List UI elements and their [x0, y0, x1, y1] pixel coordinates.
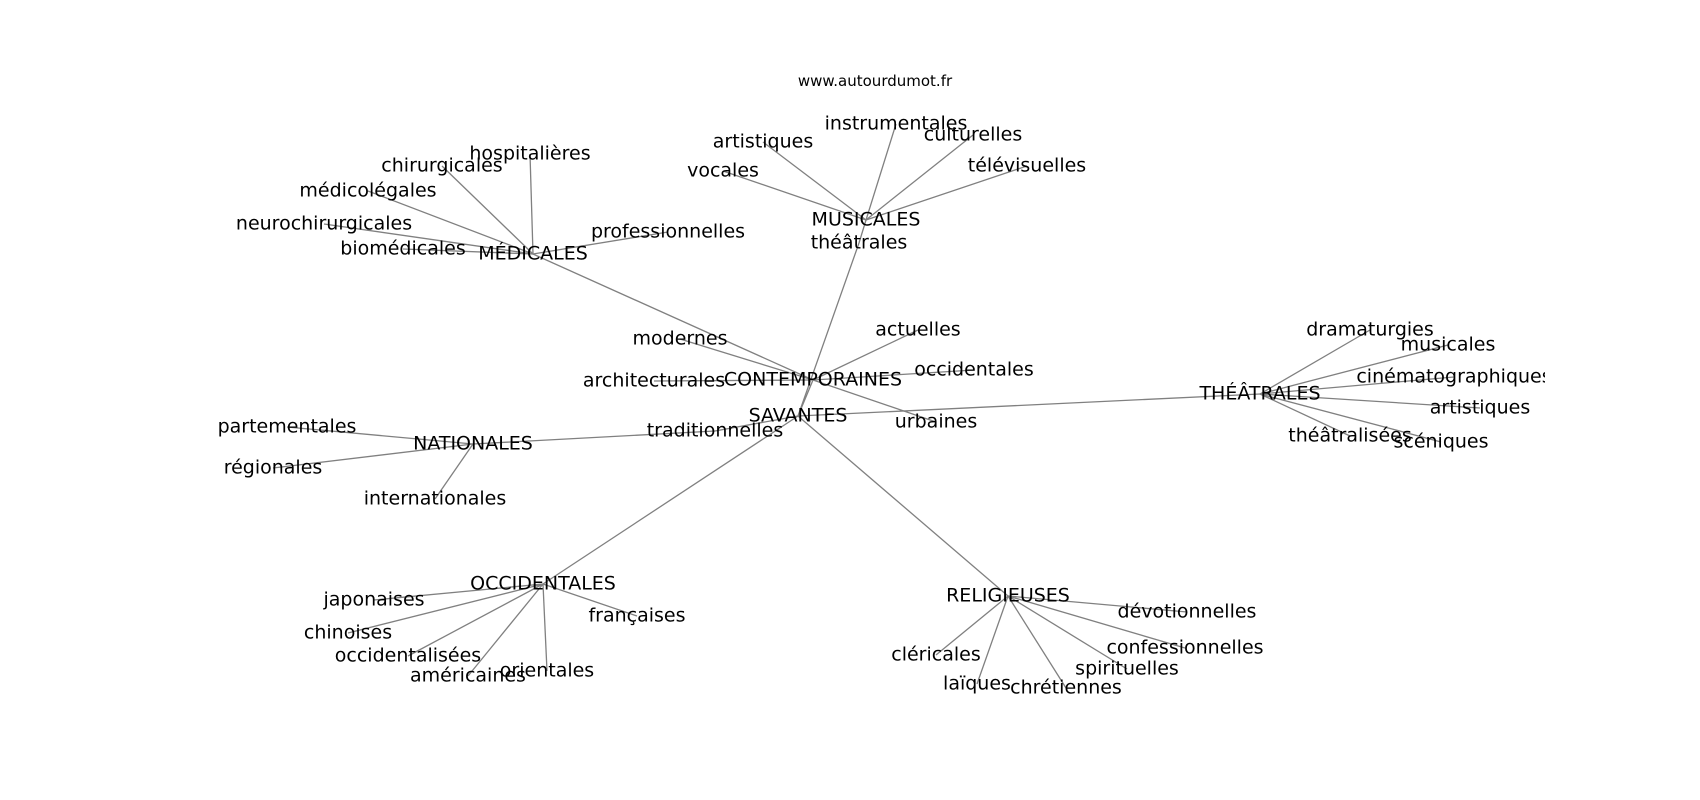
node-label-spirituelles: spirituelles	[1075, 658, 1179, 680]
node-label-clericales: cléricales	[891, 644, 980, 666]
edge-occidentales-occidentalisees	[407, 583, 544, 657]
edge-musicales-instrumentales	[865, 123, 897, 221]
node-label-medicolegales: médicolégales	[299, 180, 436, 202]
edge-religieuses-laiques	[976, 595, 1009, 685]
edge-occidentales-japonaises	[373, 583, 544, 601]
node-label-traditionnelles: traditionnelles	[647, 420, 784, 442]
edge-musicales-artistiques-m	[762, 141, 867, 221]
edge-theatrales-theatralisees	[1259, 393, 1351, 437]
edge-medicales-medicolegales	[367, 190, 534, 255]
node-label-hospitalieres: hospitalières	[469, 143, 590, 165]
node-label-partementales: partementales	[218, 416, 357, 438]
node-label-urbaines: urbaines	[895, 411, 977, 433]
node-label-medicales: MÉDICALES	[478, 242, 588, 265]
edge-contemporaines-urbaines	[812, 379, 937, 423]
node-label-confessionnelles: confessionnelles	[1106, 637, 1263, 659]
node-label-vocales: vocales	[687, 160, 759, 182]
edge-theatrales-cinematographiques	[1259, 376, 1455, 395]
edge-religieuses-clericales	[935, 595, 1009, 656]
node-label-regionales: régionales	[224, 457, 323, 479]
edge-contemporaines-architecturales	[653, 379, 814, 382]
edge-religieuses-confessionnelles	[1007, 595, 1186, 649]
node-label-dramaturgies: dramaturgies	[1306, 319, 1434, 341]
node-label-devotionnelles: dévotionnelles	[1118, 601, 1257, 623]
node-label-francaises: françaises	[588, 605, 685, 627]
edge-religieuses-devotionnelles	[1007, 595, 1188, 613]
edge-contemporaines-modernes	[679, 338, 814, 381]
edge-layer	[272, 123, 1481, 689]
node-label-internationales: internationales	[364, 488, 507, 510]
node-label-chretiennes: chrétiennes	[1010, 677, 1122, 699]
node-label-theatralisees: théâtralisées	[1288, 425, 1411, 447]
edge-medicales-biomedicales	[402, 248, 534, 255]
edge-religieuses-chretiennes	[1007, 595, 1067, 689]
site-url: www.autourdumot.fr	[797, 72, 953, 90]
node-label-orientales: orientales	[500, 660, 594, 682]
edge-musicales-televisuelles	[865, 165, 1028, 221]
edge-musicales-vocales	[722, 170, 867, 221]
node-label-professionnelles: professionnelles	[591, 221, 745, 243]
node-label-musicales: MUSICALES	[812, 209, 921, 231]
edge-theatrales-low-musicales	[858, 219, 867, 244]
edge-savantes-religieuses	[797, 415, 1009, 597]
edge-occidentales-francaises	[542, 583, 638, 617]
edge-theatrales-artistiques-t	[1259, 393, 1481, 409]
node-label-televisuelles: télévisuelles	[968, 155, 1086, 177]
edge-contemporaines-occidentales-low	[812, 369, 975, 381]
node-label-cinematographiques: cinématographiques	[1356, 366, 1551, 388]
edge-occidentales-orientales	[542, 583, 548, 672]
edge-medicales-hospitalieres	[529, 153, 534, 255]
node-label-culturelles: culturelles	[924, 124, 1023, 146]
edge-theatrales-sceniques	[1259, 393, 1442, 443]
node-label-instrumentales: instrumentales	[825, 113, 968, 135]
node-label-musicales-t: musicales	[1401, 334, 1496, 356]
edge-nationales-partementales	[286, 426, 474, 445]
edge-contemporaines-actuelles	[812, 329, 919, 381]
node-label-americaines: américaines	[410, 665, 526, 687]
edge-savantes-theatrales-low	[797, 242, 860, 417]
edge-medicales-neurochirurgicales	[323, 223, 534, 255]
node-label-artistiques-m: artistiques	[713, 131, 814, 153]
node-label-laiques: laïques	[943, 673, 1011, 695]
edge-nationales-regionales	[272, 443, 474, 469]
node-label-actuelles: actuelles	[875, 319, 960, 341]
edge-contemporaines-medicales	[532, 253, 814, 381]
edge-medicales-chirurgicales	[441, 165, 534, 255]
edge-savantes-traditionnelles	[714, 415, 799, 432]
node-label-theatrales-low: théâtrales	[811, 232, 908, 254]
edge-occidentales-chinoises	[347, 583, 544, 634]
node-label-occidentales-low: occidentales	[914, 359, 1034, 381]
node-label-theatrales: THÉÂTRALES	[1198, 382, 1320, 405]
node-label-chirurgicales: chirurgicales	[381, 155, 502, 177]
label-layer: SAVANTES CONTEMPORAINES modernes architectu…	[218, 113, 1551, 699]
node-label-artistiques-t: artistiques	[1430, 397, 1531, 419]
edge-nationales-internationales	[434, 443, 474, 500]
edge-musicales-culturelles	[865, 134, 974, 221]
node-label-modernes: modernes	[633, 328, 728, 350]
edge-religieuses-spirituelles	[1007, 595, 1128, 670]
edge-occidentales-americaines	[467, 583, 544, 677]
node-label-chinoises: chinoises	[304, 622, 392, 644]
edge-theatrales-musicales-t	[1259, 344, 1449, 395]
node-label-contemporaines: CONTEMPORAINES	[724, 369, 902, 391]
node-label-nationales: NATIONALES	[413, 433, 533, 455]
node-label-religieuses: RELIGIEUSES	[946, 585, 1070, 607]
node-label-savantes: SAVANTES	[749, 405, 848, 427]
node-label-japonaises: japonaises	[322, 589, 424, 611]
node-label-architecturales: architecturales	[583, 370, 725, 392]
edge-traditionnelles-nationales	[472, 430, 716, 445]
edge-medicales-professionnelles	[532, 231, 669, 255]
node-label-neurochirurgicales: neurochirurgicales	[236, 213, 412, 235]
node-label-sceniques: scéniques	[1393, 431, 1488, 453]
edge-theatrales-dramaturgies	[1259, 329, 1371, 395]
edge-savantes-theatrales	[797, 393, 1261, 417]
node-label-biomedicales: biomédicales	[340, 238, 465, 260]
edge-savantes-occidentales	[542, 415, 799, 585]
node-label-occidentales: OCCIDENTALES	[470, 573, 616, 595]
node-label-occidentalisees: occidentalisées	[335, 645, 481, 667]
